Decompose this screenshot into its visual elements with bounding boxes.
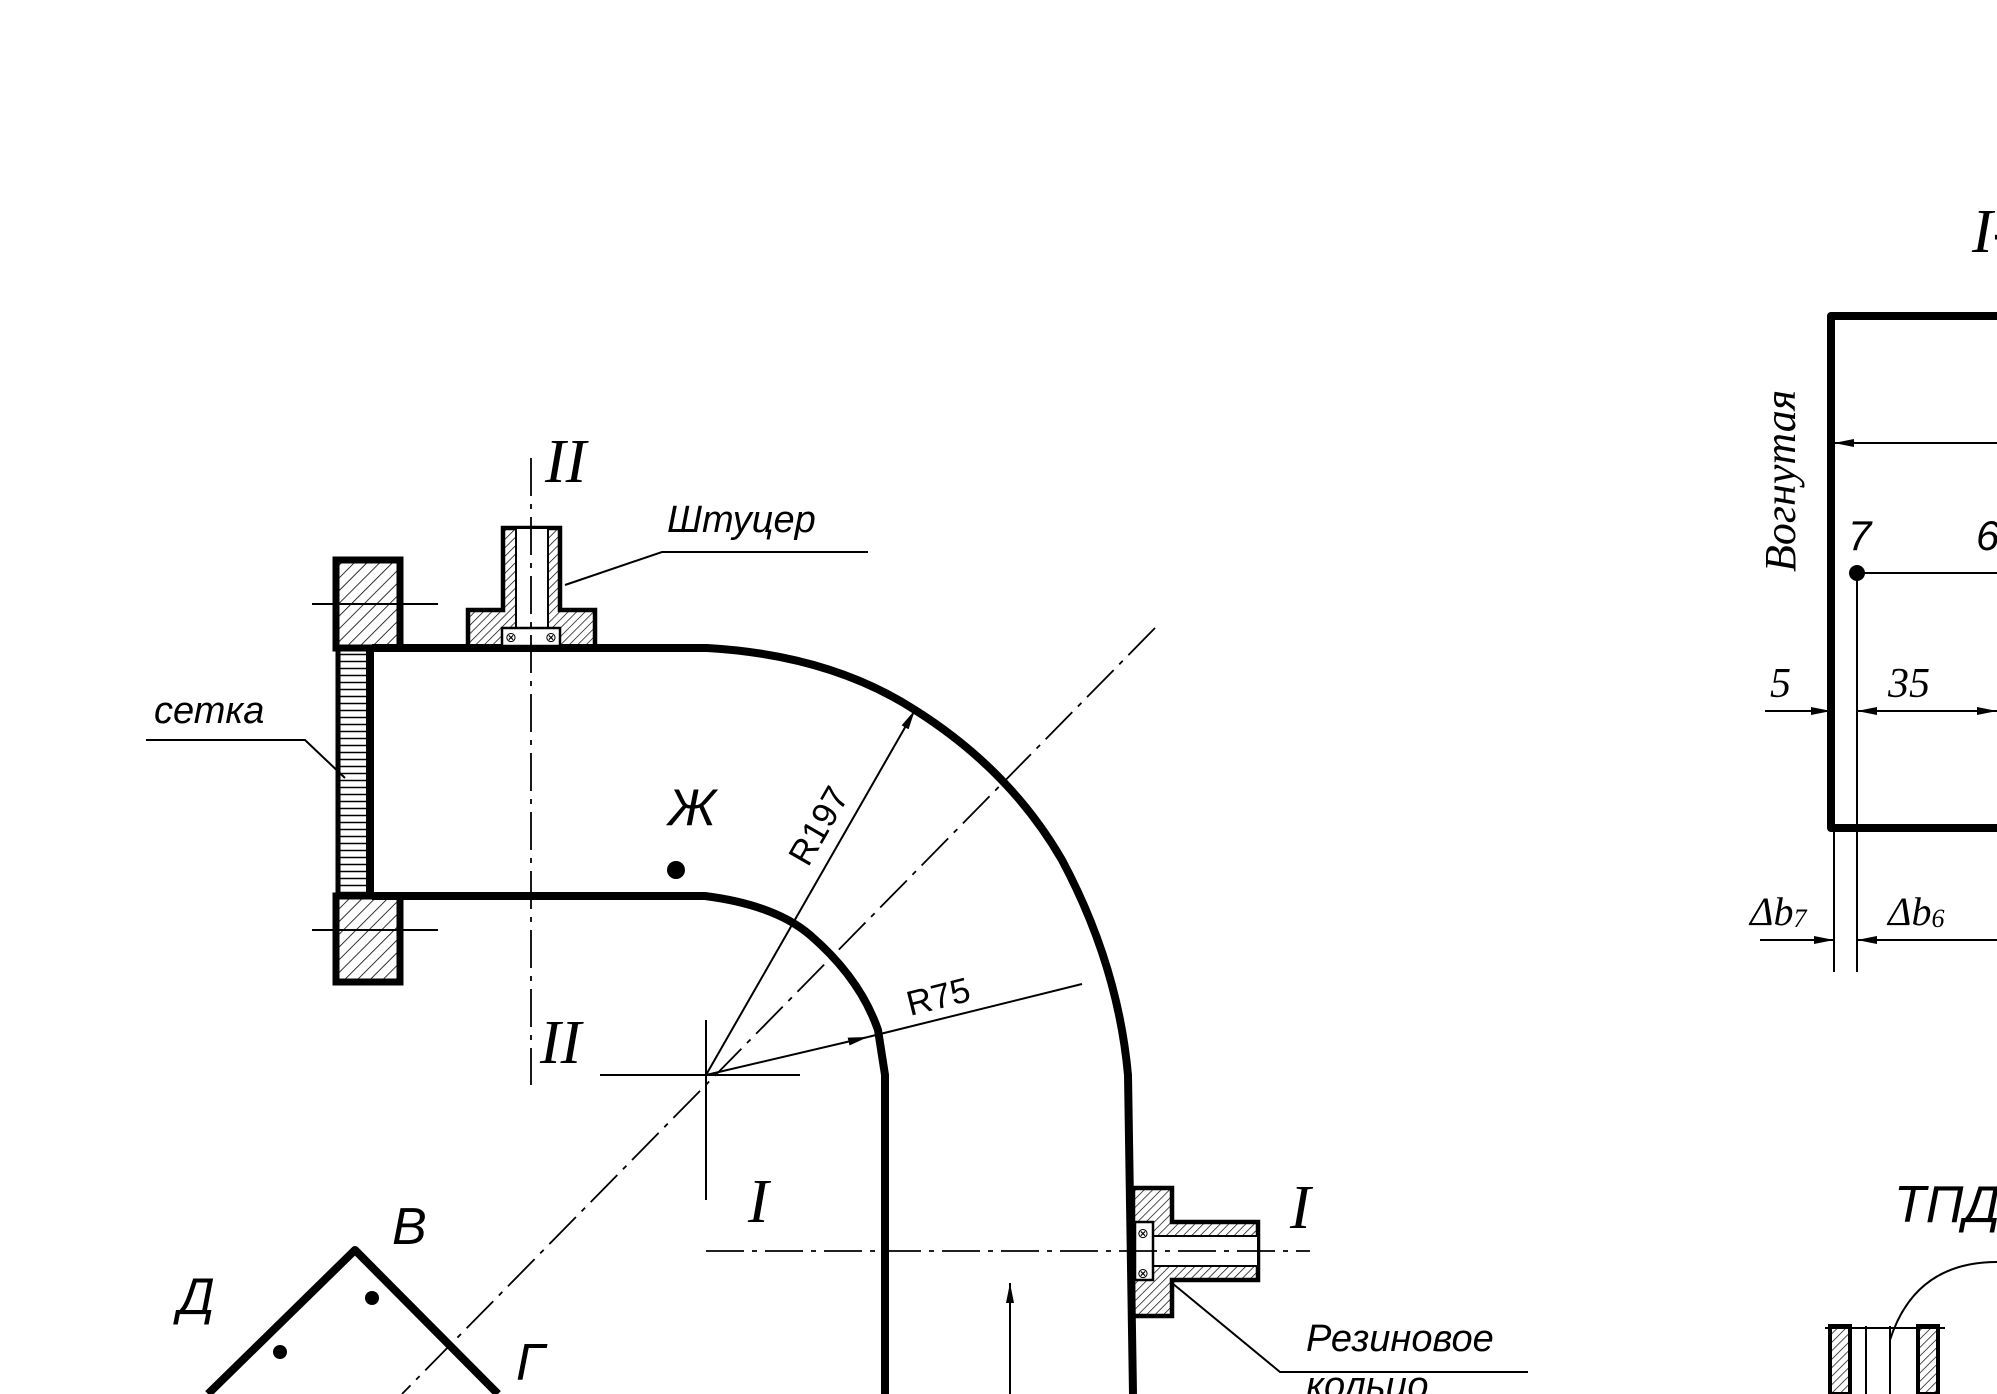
r197-label: R197 [781, 780, 857, 872]
diagonal-axis [401, 627, 1156, 1394]
db6-sub: 6 [1931, 904, 1944, 933]
shtutser-leader [564, 551, 868, 586]
section-I-I-title: I-I [1971, 198, 1997, 266]
side-label-vognutaya: Вогнутая [1756, 390, 1805, 572]
elbow-inner-wall [372, 892, 889, 1394]
measurement-points: Ж В Д Г [173, 779, 719, 1394]
db7-label: Δb7 [1748, 889, 1807, 934]
section-II-top-label: II [544, 428, 590, 496]
right-seal-cross-1: ⊗ [1137, 1226, 1149, 1242]
setka-label: сетка [154, 690, 264, 732]
point-g-label: Г [516, 1334, 548, 1392]
db7-sub: 7 [1793, 904, 1807, 933]
point-6-label: 6 [1976, 512, 1997, 559]
rubber-ring-leader [1171, 1282, 1528, 1373]
r75-label: R75 [903, 970, 975, 1023]
section-I-left-label: I [747, 1168, 772, 1236]
point-zh-label: Ж [665, 779, 719, 837]
point-d [273, 1345, 287, 1359]
mesh-grid [335, 645, 373, 899]
rubber-ring-label-1: Резиновое [1306, 1318, 1494, 1360]
section-marks: II II I I [539, 428, 1314, 1242]
rubber-ring-label-2: кольцо [1306, 1365, 1429, 1394]
point-7-label: 7 [1848, 512, 1873, 559]
section-I-I-outline [1827, 312, 1997, 832]
elbow-pipe [372, 644, 1137, 1394]
r197-line [705, 709, 916, 1076]
point-d-label: Д [173, 1268, 215, 1326]
right-seal-cross-2: ⊗ [1137, 1266, 1149, 1282]
tpd-view: ТПД [1825, 1176, 1997, 1394]
point-v [365, 1291, 379, 1305]
db7-main: Δb [1748, 889, 1793, 934]
point-v-label: В [392, 1198, 427, 1256]
db6-label: Δb6 [1886, 889, 1944, 934]
right-nozzle: ⊗ ⊗ [1130, 1185, 1261, 1319]
elbow-outer-wall [372, 644, 1137, 1394]
db6-main: Δb [1886, 889, 1931, 934]
section-I-right-label: I [1289, 1174, 1314, 1242]
lower-triangle [205, 1246, 501, 1394]
shtutser-label: Штуцер [667, 499, 816, 541]
seal-cross-2: ⊗ [545, 630, 557, 646]
r75-line [705, 1036, 869, 1076]
setka-leader [146, 739, 346, 779]
leader-labels: Штуцер сетка Резиновое кольцо [146, 499, 1528, 1394]
flange-bottom-block [332, 892, 404, 986]
section-II-bottom-label: II [539, 1009, 585, 1077]
point-zh [667, 861, 685, 879]
nozzle-bore [515, 527, 549, 629]
seal-cross-1: ⊗ [505, 630, 517, 646]
tpd-label: ТПД [1894, 1176, 1997, 1234]
section-I-I-view: I-I Вогнутая 7 6 5 35 Δb7 Δb6 [1748, 198, 1997, 972]
tpd-wall-left [1828, 1324, 1852, 1394]
tpd-wall-right [1916, 1324, 1940, 1394]
r75-extension [867, 983, 1083, 1038]
dim-35-label: 35 [1887, 661, 1930, 707]
tpd-arc [1889, 1261, 1997, 1341]
dim-5-label: 5 [1770, 661, 1791, 707]
flange-with-mesh [312, 556, 438, 986]
